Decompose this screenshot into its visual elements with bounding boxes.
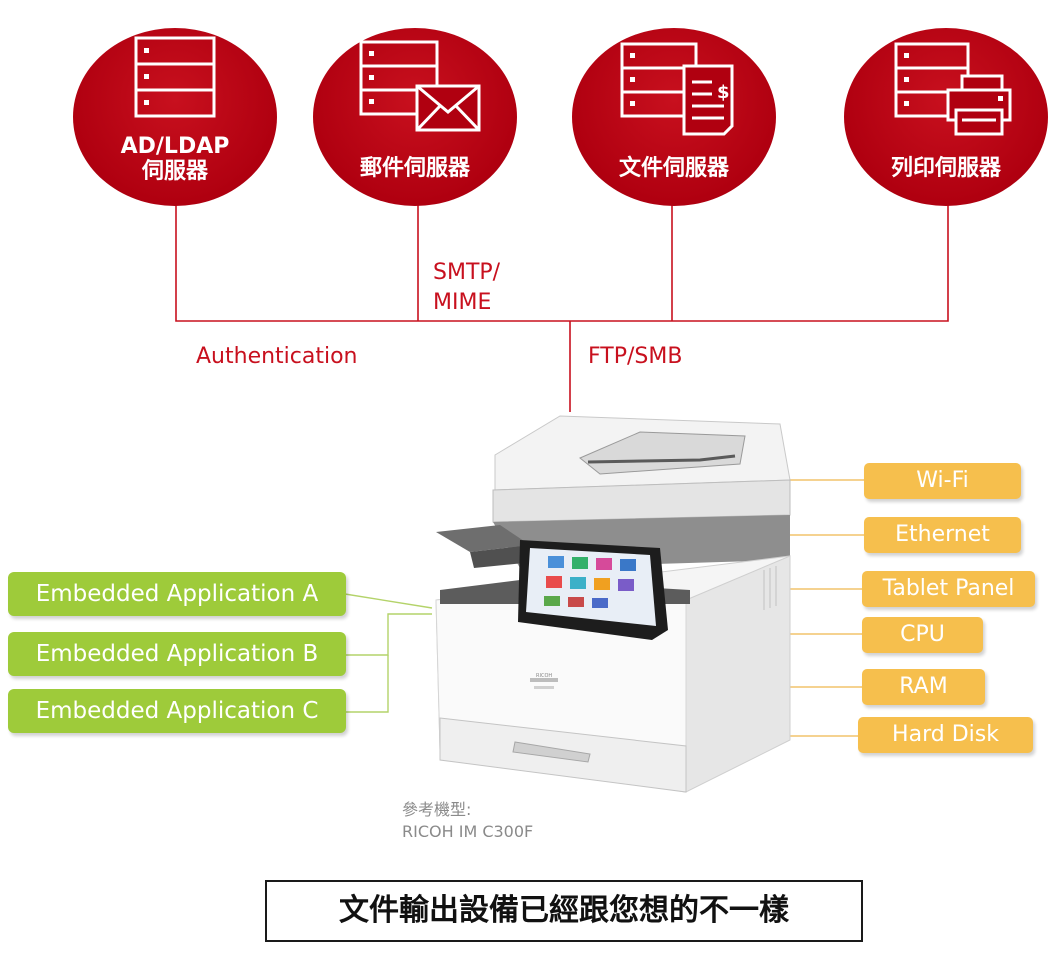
component-tablet-panel: Tablet Panel bbox=[862, 571, 1035, 607]
ftp-smb-label: FTP/SMB bbox=[588, 344, 683, 369]
smtp-line: SMTP/ bbox=[433, 260, 501, 285]
smtp-mime-label: SMTP/ MIME bbox=[433, 258, 500, 318]
print-server-node: 列印伺服器 bbox=[844, 28, 1048, 206]
component-cpu: CPU bbox=[862, 617, 983, 653]
embedded-application-a: Embedded Application A bbox=[8, 572, 346, 616]
printer-brand: RICOH bbox=[536, 673, 553, 679]
mail-server-node: 郵件伺服器 bbox=[313, 28, 517, 206]
document-server-icon: $ bbox=[620, 42, 734, 136]
svg-text:$: $ bbox=[717, 82, 730, 103]
component-ethernet: Ethernet bbox=[864, 517, 1021, 553]
component-wifi: Wi-Fi bbox=[864, 463, 1021, 499]
mail-server-label: 郵件伺服器 bbox=[359, 156, 470, 181]
print-server-label: 列印伺服器 bbox=[890, 156, 1001, 181]
server-rack-icon bbox=[134, 36, 216, 118]
ad-ldap-label: AD/LDAP bbox=[120, 134, 230, 159]
authentication-label: Authentication bbox=[196, 344, 358, 369]
tagline-box: 文件輸出設備已經跟您想的不一樣 bbox=[265, 880, 863, 942]
embedded-application-b: Embedded Application B bbox=[8, 632, 346, 676]
print-server-icon bbox=[894, 42, 1012, 136]
mail-server-icon bbox=[359, 40, 481, 132]
component-ram: RAM bbox=[862, 669, 985, 705]
reference-model-caption: 參考機型: RICOH IM C300F bbox=[402, 799, 533, 843]
reference-model-name: RICOH IM C300F bbox=[402, 822, 534, 841]
embedded-application-c: Embedded Application C bbox=[8, 689, 346, 733]
mime-line: MIME bbox=[433, 290, 492, 315]
document-server-node: $ 文件伺服器 bbox=[572, 28, 776, 206]
ad-ldap-server-node: AD/LDAP 伺服器 bbox=[73, 28, 277, 206]
document-server-label: 文件伺服器 bbox=[618, 156, 729, 181]
component-hard-disk: Hard Disk bbox=[858, 717, 1033, 753]
tagline-text: 文件輸出設備已經跟您想的不一樣 bbox=[339, 893, 789, 928]
ad-ldap-sublabel: 伺服器 bbox=[141, 159, 208, 184]
reference-model-label: 參考機型: bbox=[402, 800, 472, 819]
